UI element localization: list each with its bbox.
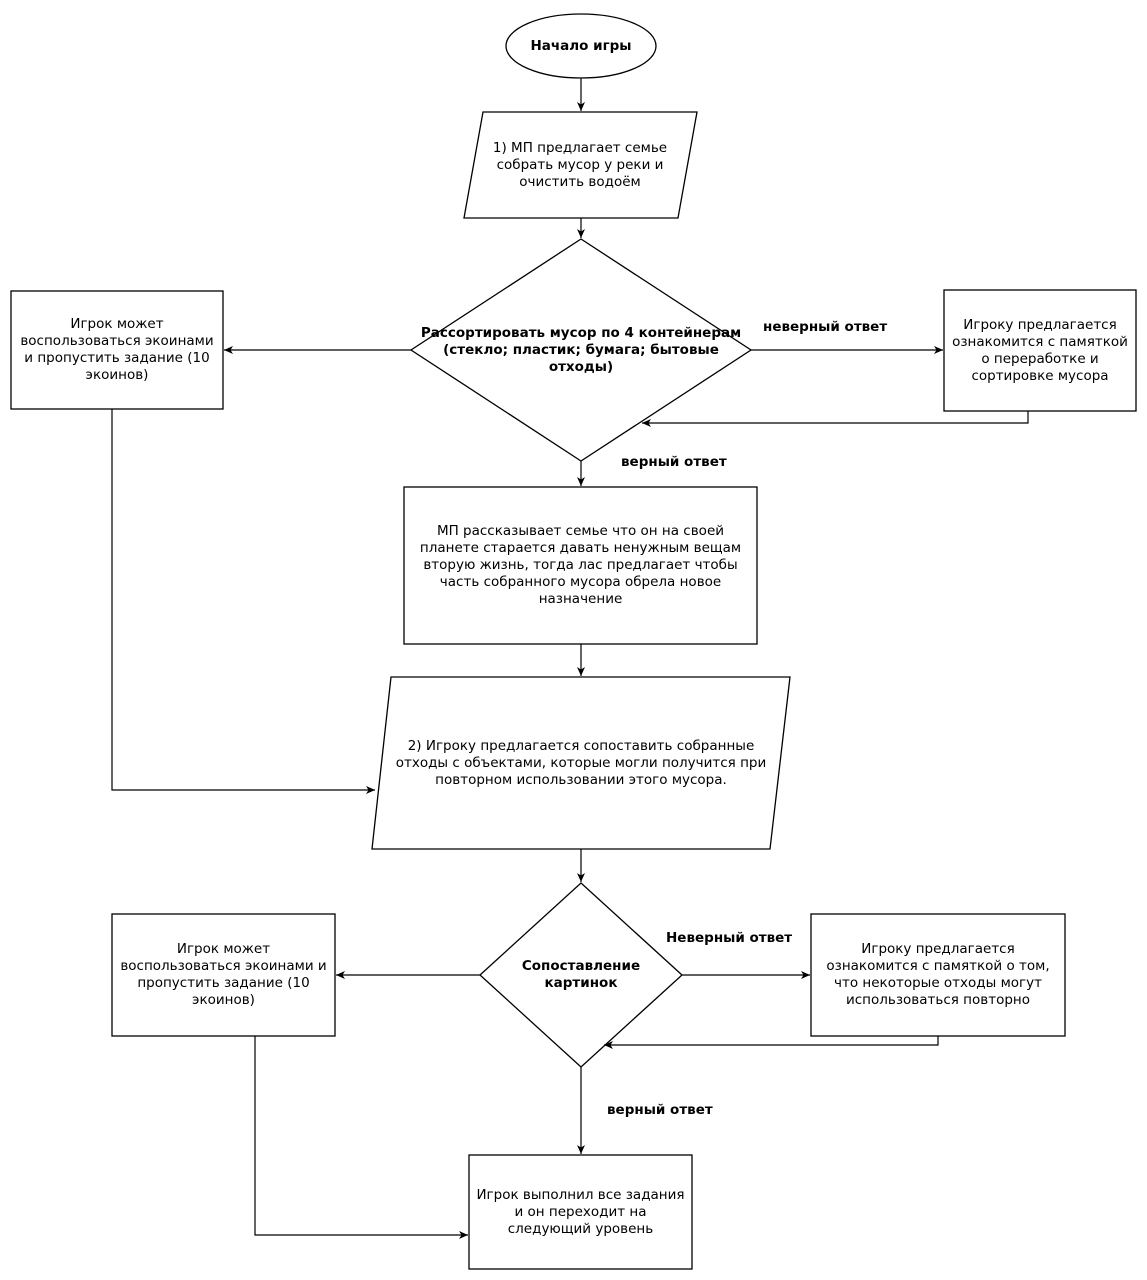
decision1-label: Рассортировать мусор по 4 контейнерам (с… [420,324,742,375]
edge-label-wrong1: неверный ответ [763,319,888,335]
end-label: Игрок выполнил все задания и он переходи… [476,1186,685,1237]
step2-label: 2) Игроку предлагается сопоставить собра… [395,737,767,788]
end-box [468,1154,693,1270]
edge-skip1-step2 [111,409,375,794]
hint1-label: Игроку предлагается ознакомится с памятк… [952,316,1128,384]
edge-hint2-decision2 [604,1036,939,1049]
edge-label-wrong2: Неверный ответ [666,930,793,946]
hint2-box [810,913,1066,1037]
step1-label: 1) МП предлагает семье собрать мусор у р… [492,139,668,190]
step2-parallelogram [371,676,791,850]
step1-parallelogram [463,111,698,219]
skip2-box [111,913,336,1037]
start-label: Начало игры [530,37,632,54]
story-label: МП рассказывает семье что он на своей пл… [419,523,742,607]
edge-label-right1: верный ответ [621,454,727,470]
story-box [403,486,758,645]
hint2-label: Игроку предлагается ознакомится с памятк… [826,941,1050,1008]
skip2-label: Игрок может воспользоваться экоинами и п… [120,941,327,1008]
decision2-label: Сопоставление картинок [521,958,641,991]
edge-skip2-end [254,1036,468,1239]
edge-label-right2: верный ответ [607,1102,713,1118]
hint1-box [943,289,1137,412]
edge-hint1-decision1 [642,411,1029,427]
skip1-box [10,290,224,410]
skip1-label: Игрок может воспользоваться экоинами и п… [20,316,214,383]
